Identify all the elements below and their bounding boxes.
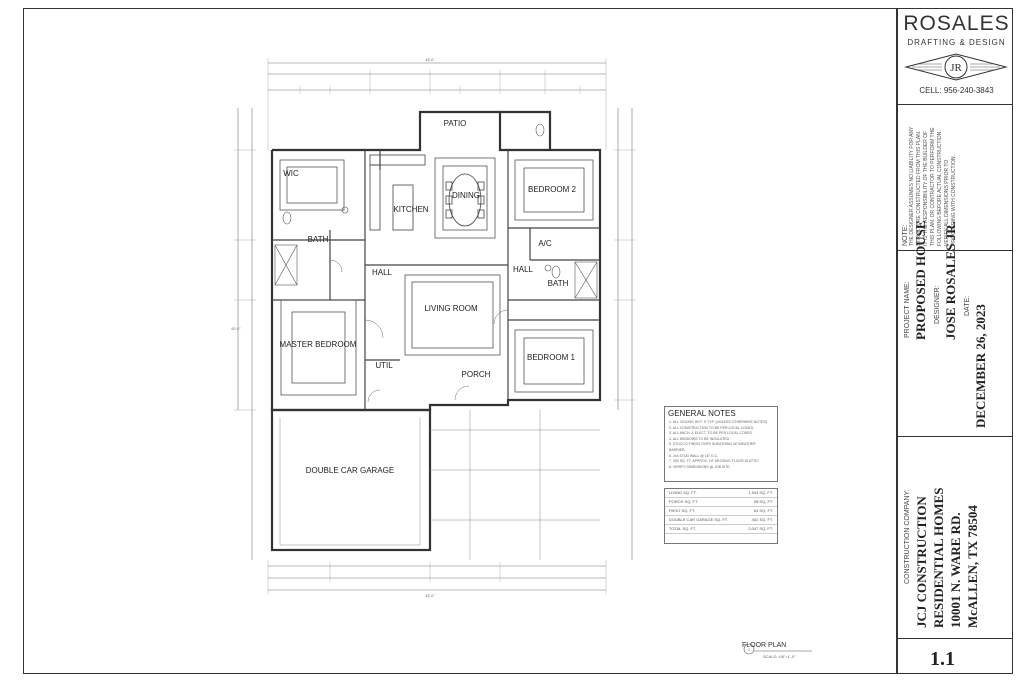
area-table: LIVING SQ. FT. 1,543 SQ. FT. PORCH SQ. FT…	[664, 488, 778, 544]
room-label-wic: WIC	[283, 169, 299, 178]
room-label-bedroom-2: BEDROOM 2	[528, 185, 577, 194]
area-value: 38 SQ. FT.	[753, 499, 773, 504]
area-value: 64 SQ. FT.	[753, 508, 773, 513]
drawing-title: FLOOR PLAN	[742, 642, 787, 649]
dining-table	[445, 173, 485, 227]
room-label-bedroom-1: BEDROOM 1	[527, 353, 576, 362]
room-label-util: UTIL	[375, 361, 393, 370]
drawing-scale: SCALE: 1/8"=1'-0"	[763, 654, 796, 659]
date-value: DECEMBER 26, 2023	[973, 304, 988, 428]
room-label-master-bedroom: MASTER BEDROOM	[280, 340, 357, 349]
area-label: DOUBLE CAR GARAGE SQ. FT.	[669, 517, 728, 522]
area-label: PORCH SQ. FT.	[669, 499, 699, 504]
general-note-item: 5. STUCCO FINISH OVER SHEATHING W/ WEATH…	[669, 442, 756, 452]
room-label-garage: DOUBLE CAR GARAGE	[306, 466, 394, 475]
date-label: DATE:	[964, 295, 971, 316]
general-note-item: 8. VERIFY DIMENSIONS @ JOB SITE.	[669, 464, 731, 469]
drawing-number: 1	[748, 648, 750, 652]
general-notes-title: GENERAL NOTES	[668, 409, 736, 418]
room-label-kitchen: KITCHEN	[393, 205, 428, 214]
divider	[898, 250, 1013, 251]
general-notes-box: GENERAL NOTES 1. ALL CEILING HGT. 9' TYP…	[664, 406, 778, 482]
project-name-label: PROJECT NAME:	[904, 281, 911, 338]
company-label: CONSTRUCTION COMPANY:	[904, 489, 911, 584]
firm-logo-icon: JR	[904, 53, 1008, 81]
general-note-item: 7. 300 SQ. FT. APPROX. OF DECKING FLOOR …	[669, 459, 759, 464]
area-value: 1,543 SQ. FT.	[748, 490, 773, 495]
table-row: PORCH SQ. FT. 38 SQ. FT.	[665, 498, 777, 507]
table-row: LIVING SQ. FT. 1,543 SQ. FT.	[665, 489, 777, 498]
overall-depth-dimension: 60'-0"	[232, 327, 242, 331]
company-line-2: RESIDENTIAL HOMES	[931, 487, 946, 628]
firm-phone: CELL: 956-240-3843	[919, 86, 994, 95]
project-name: PROPOSED HOUSE	[913, 220, 928, 340]
interior-walls	[272, 150, 600, 410]
notes-heading: NOTE:	[902, 224, 909, 246]
title-block: ROSALES DRAFTING & DESIGN JR CELL: 956-2…	[896, 8, 1013, 674]
firm-name: ROSALES	[903, 12, 1010, 35]
overall-width-dimension: 45'-0"	[426, 58, 436, 62]
area-value: 2,047 SQ. FT.	[748, 526, 773, 531]
exterior-walls	[270, 110, 602, 552]
table-row: DOUBLE CAR GARAGE SQ. FT. 402 SQ. FT.	[665, 516, 777, 525]
area-label: LIVING SQ. FT.	[669, 490, 697, 495]
area-label: TOTAL SQ. FT.	[669, 526, 697, 531]
area-value: 402 SQ. FT.	[751, 517, 773, 522]
divider	[898, 436, 1013, 437]
firm-subtitle: DRAFTING & DESIGN	[907, 38, 1006, 47]
general-note-item: 3. ALL ANCH. & ELECT. TO BE PER LOCAL CO…	[669, 431, 753, 436]
general-note-item: 4. ALL WINDOWS TO BE INSULATED.	[669, 436, 731, 441]
company-line-4: McALLEN, TX 78504	[965, 505, 980, 628]
room-label-bath-left: BATH	[308, 235, 329, 244]
company-line-3: 10001 N. WARE RD.	[948, 512, 963, 628]
table-row: PATIO SQ. FT. 64 SQ. FT.	[665, 507, 777, 516]
room-label-hall-right: HALL	[513, 265, 534, 274]
designer-name: JOSE ROSALES JR.	[943, 221, 958, 340]
table-row: TOTAL SQ. FT. 2,047 SQ. FT.	[665, 525, 777, 534]
general-note-item: 2. ALL CONSTRUCTION TO BE PER LOCAL CODE…	[669, 425, 755, 430]
overall-width-dimension-bottom: 45'-0"	[426, 594, 436, 598]
drawing-sheet-border	[23, 8, 1013, 674]
area-label: PATIO SQ. FT.	[669, 508, 696, 513]
sheet-number: 1.1	[930, 648, 955, 670]
logo-initials: JR	[950, 62, 962, 74]
divider	[898, 638, 1013, 639]
floor-plan-drawing: 45'-0" 45'-0" 60'-0"	[232, 58, 812, 655]
room-label-bath-right: BATH	[548, 279, 569, 288]
designer-label: DESIGNER:	[934, 285, 941, 324]
room-label-living-room: LIVING ROOM	[424, 304, 478, 313]
room-label-ac: A/C	[538, 239, 552, 248]
general-note-item: 6. 2x4 STUD WALL @ 16" O.C.	[669, 453, 719, 458]
drawing-title-marker: 1	[743, 643, 812, 655]
room-label-porch: PORCH	[462, 370, 491, 379]
room-label-hall-left: HALL	[372, 268, 393, 277]
room-label-patio: PATIO	[444, 119, 467, 128]
general-note-item: 1. ALL CEILING HGT. 9' TYP. (UNLESS OTHE…	[669, 420, 768, 424]
company-line-1: JCJ CONSTRUCTION	[914, 496, 929, 628]
divider	[898, 104, 1013, 105]
room-label-dining: DINING	[452, 191, 480, 200]
